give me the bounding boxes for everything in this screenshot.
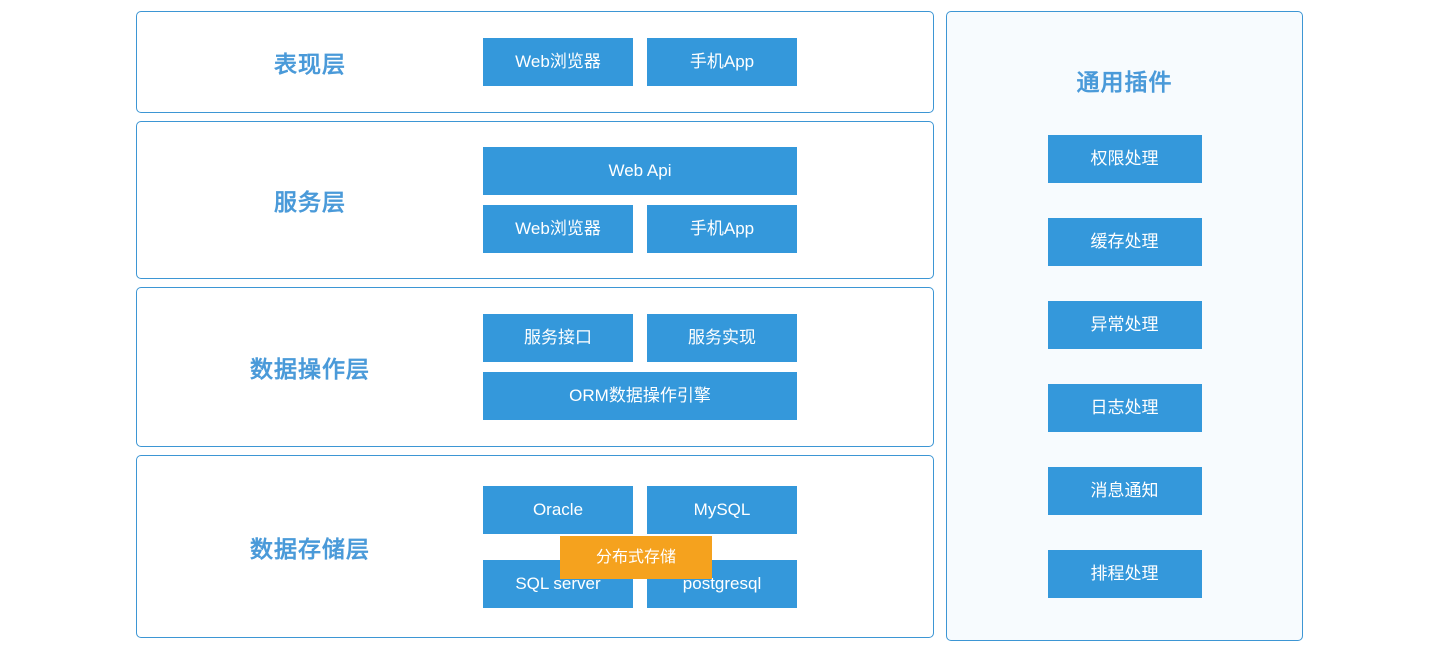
node-oracle[interactable]: Oracle — [483, 485, 633, 534]
layer-body-service: Web Api Web浏览器 手机App — [483, 147, 933, 253]
layer-title-data-operation: 数据操作层 — [250, 356, 370, 382]
node-service-implementation[interactable]: 服务实现 — [647, 314, 797, 362]
layer-row: 服务接口 服务实现 — [483, 314, 933, 362]
node-distributed-storage[interactable]: 分布式存储 — [560, 535, 712, 579]
layer-row: Web浏览器 手机App — [483, 38, 933, 86]
layer-title-presentation: 表现层 — [274, 51, 346, 77]
layer-title-service: 服务层 — [274, 189, 346, 215]
plugin-item-exception[interactable]: 异常处理 — [1047, 301, 1202, 349]
layer-stack: 表现层 Web浏览器 手机App 服务层 Web Api Web浏览器 手机Ap… — [136, 11, 934, 638]
node-web-api[interactable]: Web Api — [483, 147, 797, 195]
layer-row: ORM数据操作引擎 — [483, 372, 933, 420]
node-mysql[interactable]: MySQL — [647, 485, 797, 534]
layer-service[interactable]: 服务层 Web Api Web浏览器 手机App — [136, 121, 934, 279]
node-web-browser[interactable]: Web浏览器 — [483, 38, 633, 86]
layer-data-operation[interactable]: 数据操作层 服务接口 服务实现 ORM数据操作引擎 — [136, 287, 934, 447]
layer-presentation[interactable]: 表现层 Web浏览器 手机App — [136, 11, 934, 113]
layer-row: Web Api — [483, 147, 933, 195]
node-mobile-app[interactable]: 手机App — [647, 205, 797, 253]
plugins-panel-title: 通用插件 — [1076, 69, 1173, 95]
node-web-browser[interactable]: Web浏览器 — [483, 205, 633, 253]
layer-data-storage[interactable]: 数据存储层 Oracle MySQL SQL server postgresql… — [136, 455, 934, 638]
layer-row: Web浏览器 手机App — [483, 205, 933, 253]
plugin-item-notification[interactable]: 消息通知 — [1047, 467, 1202, 515]
plugin-item-logging[interactable]: 日志处理 — [1047, 384, 1202, 432]
plugin-item-permission[interactable]: 权限处理 — [1047, 135, 1202, 183]
node-mobile-app[interactable]: 手机App — [647, 38, 797, 86]
layer-body-presentation: Web浏览器 手机App — [483, 38, 933, 86]
layer-body-data-storage: Oracle MySQL SQL server postgresql 分布式存储 — [483, 485, 933, 608]
plugin-item-scheduling[interactable]: 排程处理 — [1047, 550, 1202, 598]
layer-body-data-operation: 服务接口 服务实现 ORM数据操作引擎 — [483, 314, 933, 420]
node-service-interface[interactable]: 服务接口 — [483, 314, 633, 362]
layer-row: Oracle MySQL — [483, 485, 933, 534]
plugin-item-cache[interactable]: 缓存处理 — [1047, 218, 1202, 266]
node-orm-engine[interactable]: ORM数据操作引擎 — [483, 372, 797, 420]
plugins-panel: 通用插件 权限处理 缓存处理 异常处理 日志处理 消息通知 排程处理 — [946, 11, 1303, 641]
plugins-list: 权限处理 缓存处理 异常处理 日志处理 消息通知 排程处理 — [1047, 135, 1202, 598]
layer-title-data-storage: 数据存储层 — [250, 535, 370, 562]
